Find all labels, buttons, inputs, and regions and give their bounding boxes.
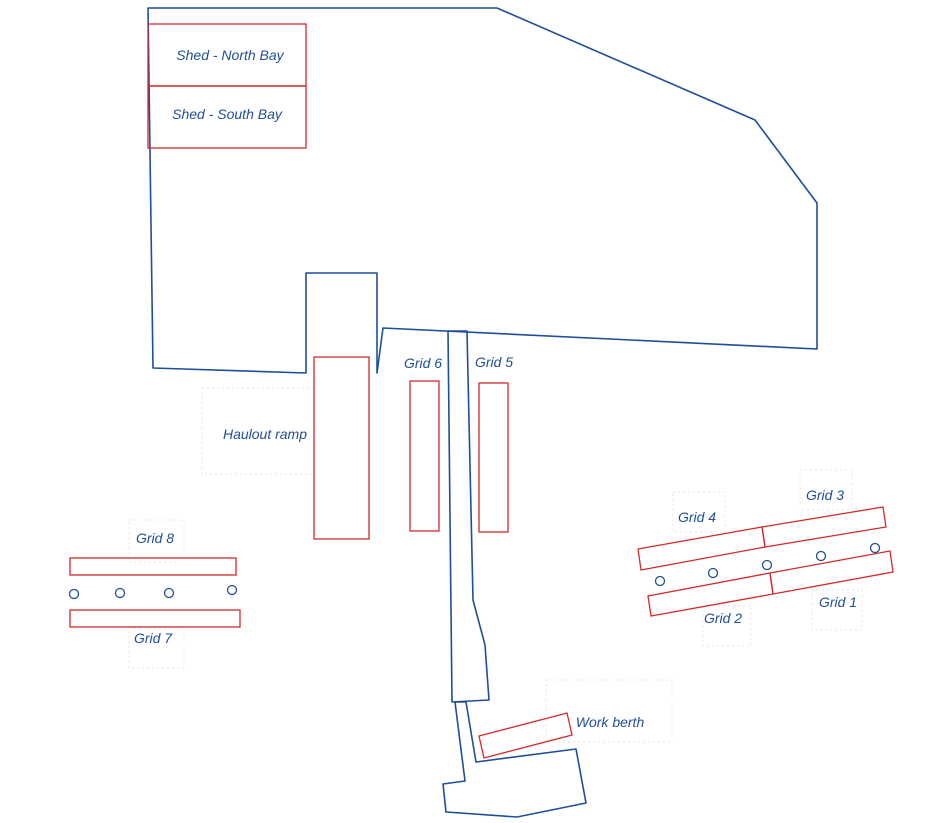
label-grid-1: Grid 1 [819,594,857,610]
shed-south-bay-area [147,85,307,149]
grid-5-area [478,382,509,533]
mooring-post [163,587,175,599]
label-grid-7: Grid 7 [134,630,173,646]
label-shed-south-bay: Shed - South Bay [172,106,283,122]
label-grid-8: Grid 8 [136,530,174,546]
yard-boundary-outline [147,7,818,374]
grids-1-4-group [637,506,894,617]
mooring-post [226,584,238,596]
haulout-ramp-area [313,356,370,540]
label-work-berth: Work berth [576,714,645,730]
jetty-outline [447,330,490,703]
label-haulout-ramp: Haulout ramp [223,426,307,442]
label-grid-5: Grid 5 [475,354,513,370]
label-grid-4: Grid 4 [678,509,716,525]
mooring-post [654,575,666,587]
grid-1-area [769,550,894,595]
label-grid-6: Grid 6 [404,355,442,371]
label-frames [128,387,863,743]
grid-4-area [637,526,766,571]
grid-7-area [69,609,241,628]
mooring-post [869,542,881,554]
mooring-post [707,567,719,579]
mooring-post [815,550,827,562]
work-berth-area [478,712,573,759]
mooring-posts-east [654,542,881,587]
mooring-post [68,588,80,600]
grid-8-area [69,557,237,576]
pontoon-outline [442,701,587,818]
grid-6-area [409,380,440,532]
mooring-posts-west [68,584,238,600]
grid-3-area [761,506,887,548]
label-grid-2: Grid 2 [704,610,742,626]
mooring-post [761,559,773,571]
mooring-post [114,587,126,599]
label-shed-north-bay: Shed - North Bay [176,47,284,63]
label-grid-3: Grid 3 [806,487,844,503]
